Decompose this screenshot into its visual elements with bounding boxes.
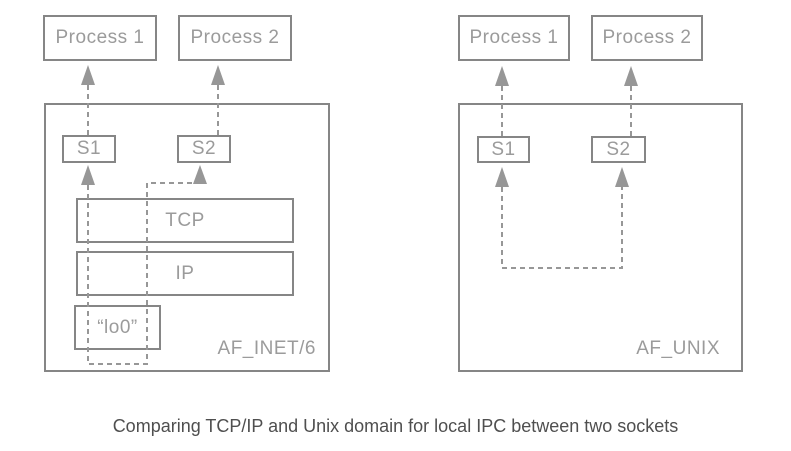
right-process-1-box: Process 1 — [458, 15, 570, 61]
left-socket-s1-box: S1 — [62, 135, 116, 163]
left-process-2-box: Process 2 — [178, 15, 292, 61]
right-process-2-box: Process 2 — [591, 15, 703, 61]
right-process1-arrowhead-icon — [495, 66, 509, 86]
left-process1-arrowhead-icon — [81, 65, 95, 85]
tcp-layer-box: TCP — [76, 198, 294, 243]
left-socket-s2-box: S2 — [177, 135, 231, 163]
loopback-interface-box: “lo0” — [74, 305, 161, 350]
left-process-1-box: Process 1 — [43, 15, 157, 61]
af-unix-label: AF_UNIX — [636, 338, 720, 359]
af-inet6-label: AF_INET/6 — [217, 338, 316, 359]
ip-layer-box: IP — [76, 251, 294, 296]
right-socket-s2-box: S2 — [591, 136, 646, 163]
right-socket-s1-box: S1 — [477, 136, 530, 163]
left-process2-arrowhead-icon — [211, 65, 225, 85]
diagram-caption: Comparing TCP/IP and Unix domain for loc… — [112, 416, 679, 436]
right-process2-arrowhead-icon — [624, 66, 638, 86]
